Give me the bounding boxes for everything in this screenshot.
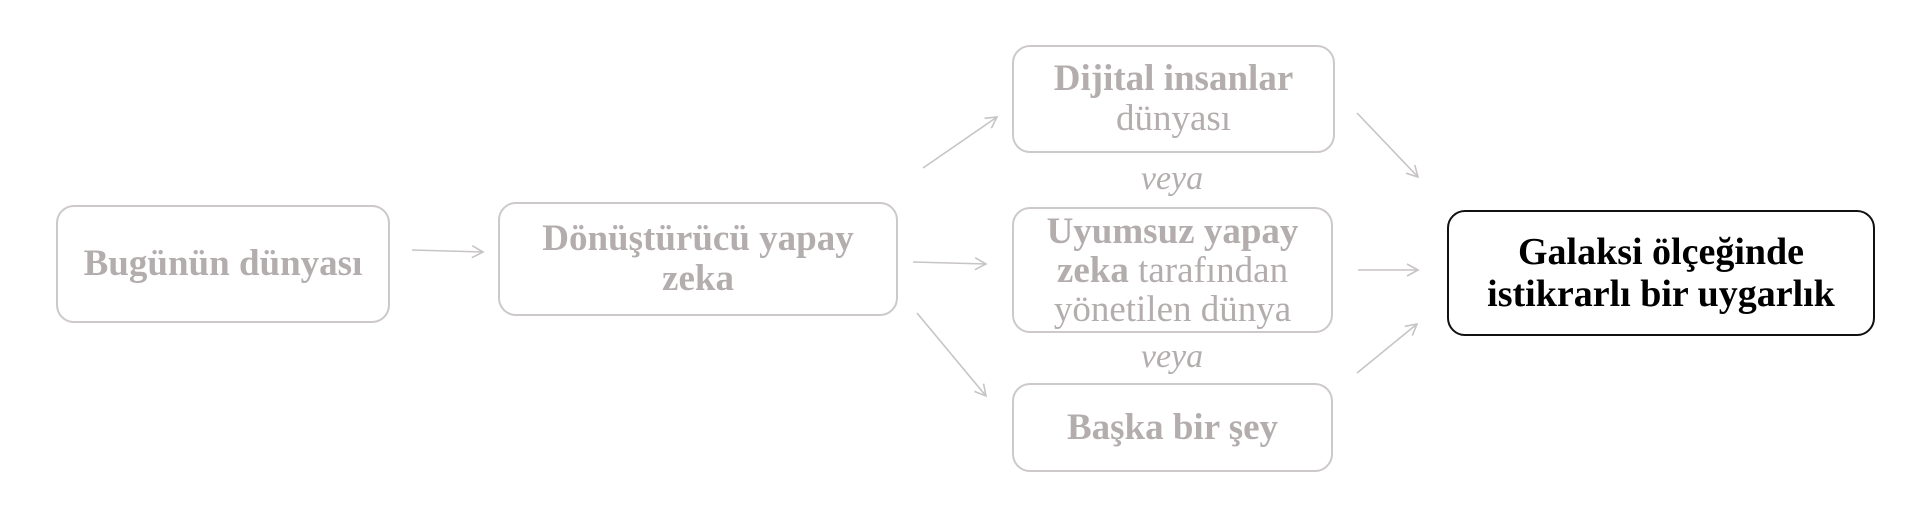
node-transformative-ai-label: Dönüştürücü yapay zeka <box>542 218 854 299</box>
node-today-label: Bugünün dünyası <box>83 243 363 284</box>
node-digital-people: Dijital insanlar dünyası <box>1012 45 1335 153</box>
node-galaxy-line1: Galaksi ölçeğinde <box>1517 231 1805 273</box>
arrow-today-to-tai <box>411 245 485 259</box>
arrow-tai-to-misaligned <box>912 257 988 271</box>
node-misaligned-ai-label: Uyumsuz yapay zeka tarafından yönetilen … <box>1014 212 1331 329</box>
separator-veya-2: veya <box>1140 338 1204 375</box>
node-today: Bugünün dünyası <box>56 205 390 323</box>
node-misaligned-ai-rest: tarafından yönetilen dünya <box>1053 249 1292 330</box>
node-digital-people-rest: dünyası <box>1115 98 1232 139</box>
arrow-tai-to-something <box>916 312 988 398</box>
arrow-something-to-galaxy <box>1356 322 1419 374</box>
node-something-else: Başka bir şey <box>1012 383 1333 472</box>
node-galaxy-line2: istikrarlı bir uygarlık <box>1487 273 1835 315</box>
node-digital-people-label: Dijital insanlar dünyası <box>1054 59 1294 139</box>
arrow-tai-to-digital <box>922 116 999 169</box>
node-misaligned-ai-bold: Uyumsuz yapay zeka <box>1046 210 1299 291</box>
node-galaxy-civilization-label: Galaksi ölçeğinde istikrarlı bir uygarlı… <box>1487 231 1835 315</box>
node-galaxy-civilization: Galaksi ölçeğinde istikrarlı bir uygarlı… <box>1447 210 1875 336</box>
node-misaligned-ai: Uyumsuz yapay zeka tarafından yönetilen … <box>1012 207 1333 333</box>
node-something-else-label: Başka bir şey <box>1066 406 1279 448</box>
separator-veya-1: veya <box>1140 160 1204 197</box>
node-digital-people-bold: Dijital insanlar <box>1053 58 1294 99</box>
node-transformative-ai: Dönüştürücü yapay zeka <box>498 202 898 316</box>
arrow-digital-to-galaxy <box>1356 112 1420 179</box>
